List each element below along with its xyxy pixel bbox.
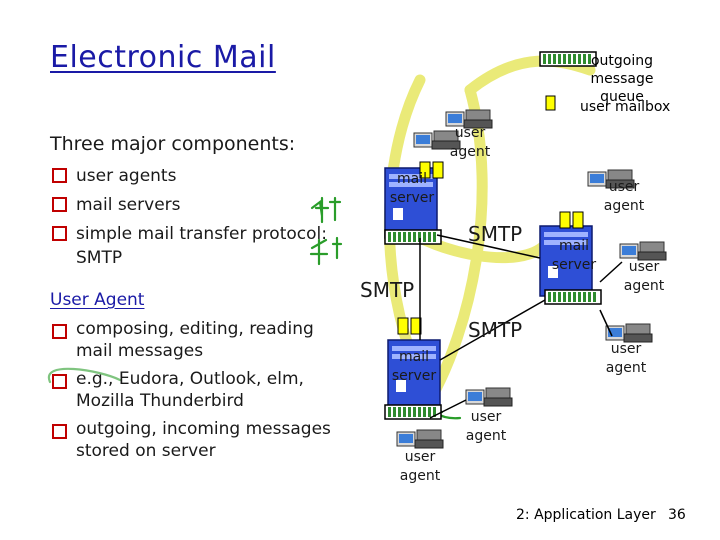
list-item-text: composing, editing, reading mail message…	[76, 319, 314, 361]
mail-server-label: mail server	[391, 349, 437, 384]
list-item-text: user agents	[76, 166, 177, 186]
list-item-text: simple mail transfer protocol: SMTP	[76, 224, 327, 268]
smtp-label: SMTP	[468, 318, 523, 342]
user-agent-label: user agent	[623, 259, 665, 294]
user-agent-heading: User Agent	[50, 290, 145, 310]
footer-page-number: 36	[668, 507, 686, 523]
legend-queue-label: outgoing message queue	[590, 53, 654, 105]
mail-server-right	[539, 211, 602, 305]
legend-mailbox-label: user mailbox	[580, 99, 671, 115]
smtp-label: SMTP	[468, 222, 523, 246]
computer-icon-ua6	[465, 387, 513, 407]
list-item-text: e.g., Eudora, Outlook, elm, Mozilla Thun…	[76, 369, 304, 411]
list-item: mail servers	[50, 191, 350, 220]
user-agent-label: user agent	[449, 125, 491, 160]
mail-server-bottom	[384, 317, 442, 420]
list-item: e.g., Eudora, Outlook, elm, Mozilla Thun…	[50, 368, 350, 412]
user-agent-label: user agent	[399, 449, 441, 484]
list-item: simple mail transfer protocol: SMTP	[50, 220, 350, 270]
components-heading: Three major components:	[50, 133, 296, 155]
list-item: composing, editing, reading mail message…	[50, 318, 350, 362]
bullet-icon	[52, 374, 67, 389]
bullet-icon	[52, 168, 67, 183]
page-title: Electronic Mail	[50, 40, 276, 75]
mail-server-label: mail server	[389, 171, 435, 206]
connection-lines	[419, 234, 623, 419]
bullet-icon	[52, 197, 67, 212]
user-agent-list: composing, editing, reading mail message…	[50, 318, 350, 468]
bullet-icon	[52, 424, 67, 439]
user-agent-label: user agent	[465, 409, 507, 444]
user-agent-label: user agent	[605, 341, 647, 376]
footer-chapter: 2: Application Layer	[516, 507, 656, 523]
list-item: outgoing, incoming messages stored on se…	[50, 418, 350, 462]
smtp-label: SMTP	[360, 278, 415, 302]
mail-server-top	[384, 161, 444, 245]
legend-mailbox-icon	[545, 95, 556, 111]
bullet-icon	[52, 226, 67, 241]
components-list: user agents mail servers simple mail tra…	[50, 162, 350, 270]
bullet-icon	[52, 324, 67, 339]
list-item: user agents	[50, 162, 350, 191]
list-item-text: outgoing, incoming messages stored on se…	[76, 419, 331, 461]
user-agent-label: user agent	[603, 179, 645, 214]
computer-icon-ua5	[396, 429, 444, 449]
list-item-text: mail servers	[76, 195, 181, 215]
mail-server-label: mail server	[551, 238, 597, 273]
